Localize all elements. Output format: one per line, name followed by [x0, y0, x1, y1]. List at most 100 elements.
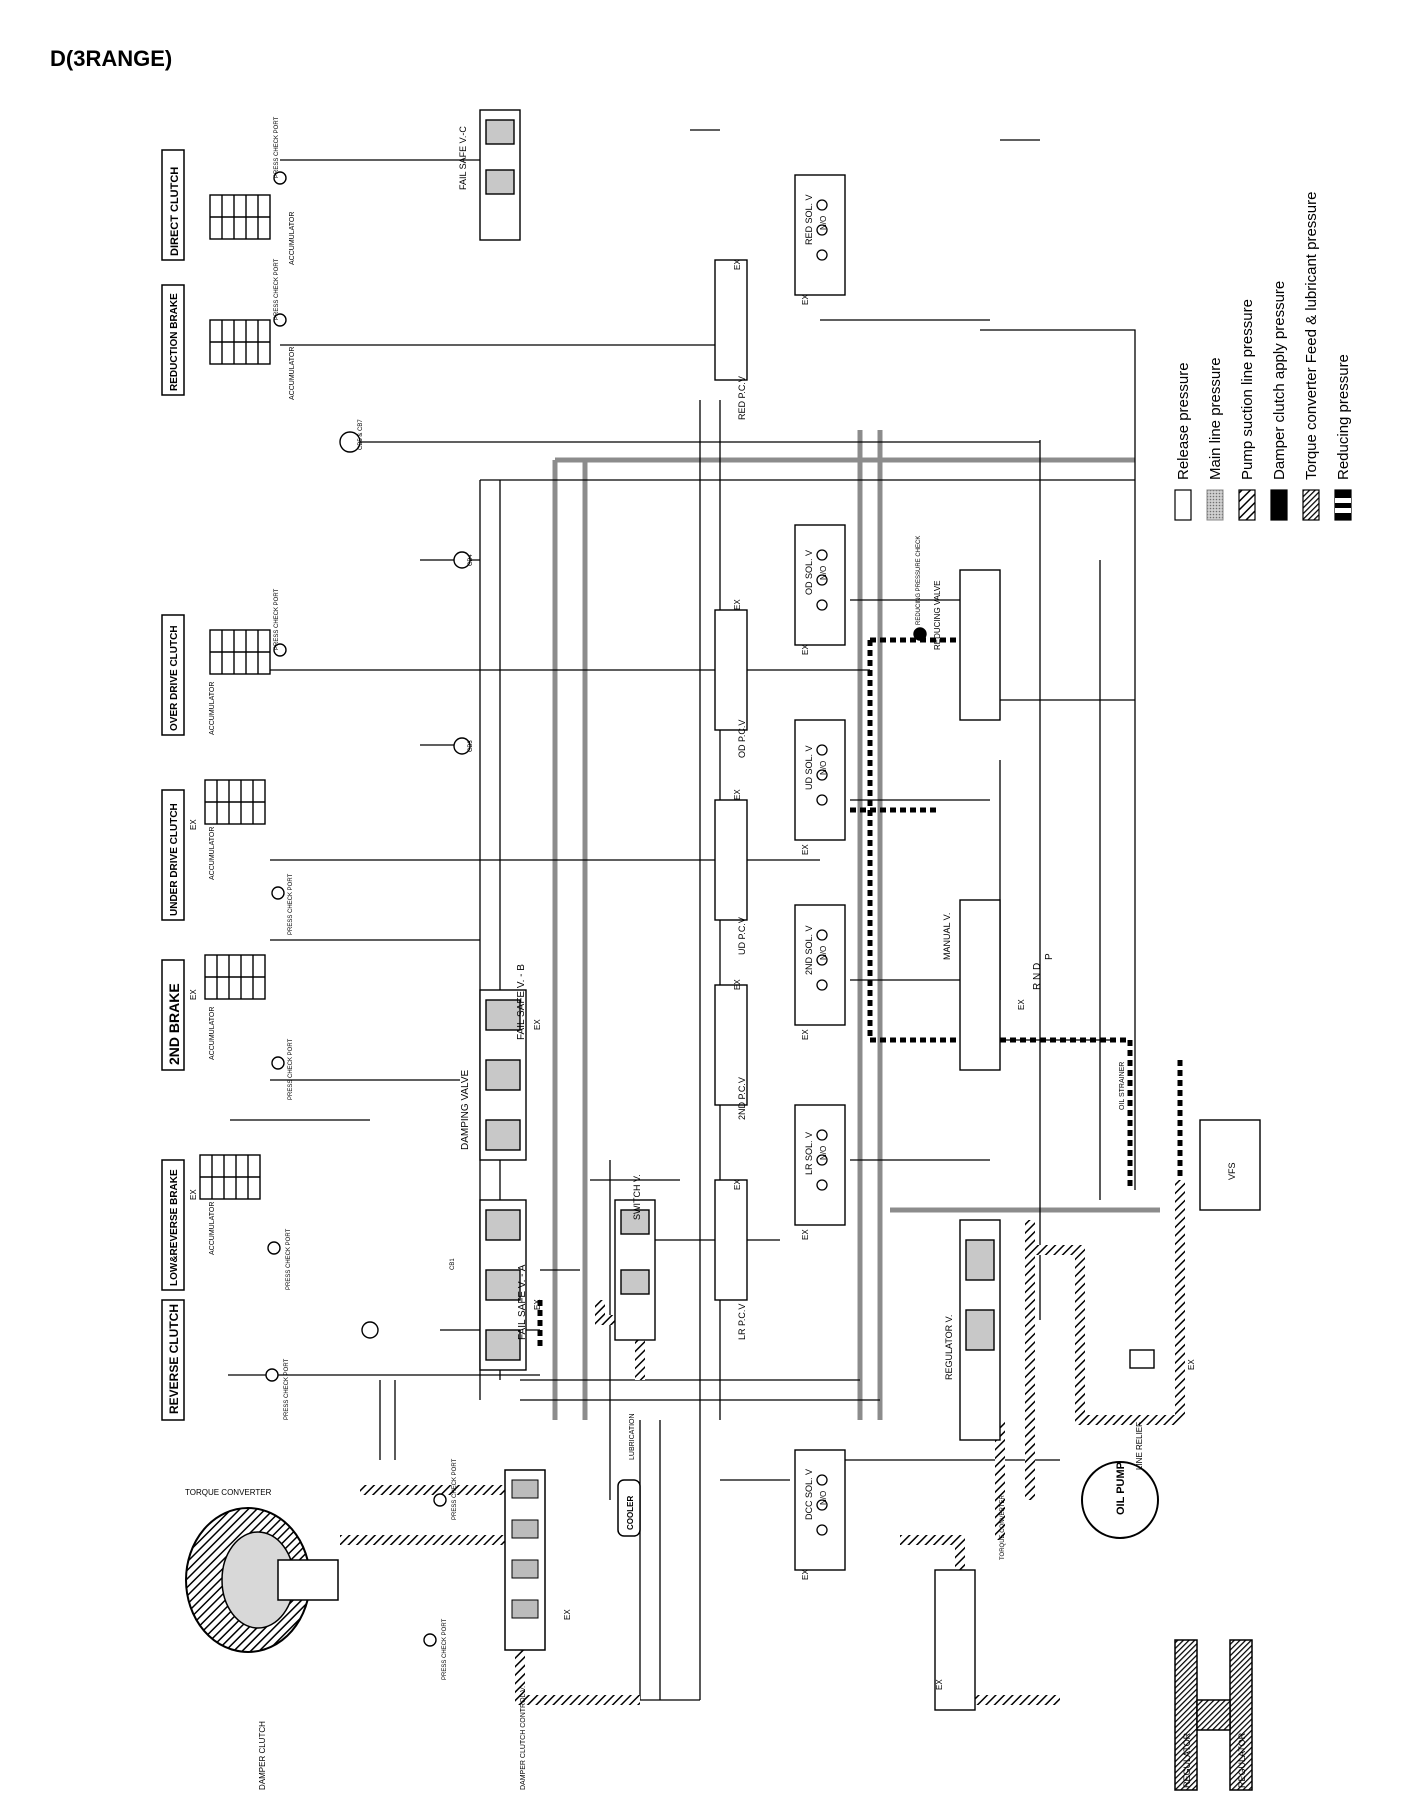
- svg-text:OVER DRIVE CLUTCH: OVER DRIVE CLUTCH: [169, 625, 180, 731]
- pipe-network: [228, 129, 1160, 1701]
- legend: Release pressure Main line pressure Pump…: [1174, 192, 1352, 521]
- svg-text:MANUAL V.: MANUAL V.: [942, 913, 952, 960]
- svg-text:EX: EX: [801, 1029, 810, 1040]
- svg-text:LINE RELIEF: LINE RELIEF: [1135, 1422, 1144, 1470]
- svg-text:N/O: N/O: [819, 216, 828, 230]
- svg-text:REGULATOR: REGULATOR: [1182, 1732, 1192, 1788]
- svg-text:Reducing pressure: Reducing pressure: [1335, 354, 1352, 480]
- svg-text:ACCUMULATOR: ACCUMULATOR: [289, 212, 296, 265]
- svg-text:ACCUMULATOR: ACCUMULATOR: [209, 1202, 216, 1255]
- svg-text:CB5 & CB7: CB5 & CB7: [358, 419, 364, 450]
- svg-text:COOLER: COOLER: [626, 1496, 635, 1530]
- accumulator-labels: ACCUMULATOR ACCUMULATOR ACCUMULATOR ACCU…: [209, 212, 296, 1255]
- svg-text:FAIL SAFE V.-C: FAIL SAFE V.-C: [458, 126, 468, 190]
- valve-bodies: [479, 109, 1261, 1711]
- svg-text:TORQUE CONVERTER: TORQUE CONVERTER: [1000, 1495, 1006, 1560]
- svg-text:PRESS CHECK PORT: PRESS CHECK PORT: [274, 116, 280, 178]
- svg-text:DAMPER CLUTCH CONTROL V.: DAMPER CLUTCH CONTROL V.: [520, 1686, 527, 1790]
- svg-text:FAIL SAFE V. - A: FAIL SAFE V. - A: [517, 1264, 528, 1340]
- svg-text:2ND BRAKE: 2ND BRAKE: [166, 983, 182, 1065]
- svg-text:REGULATOR: REGULATOR: [1237, 1732, 1247, 1788]
- solenoid-ports: [816, 199, 828, 1536]
- svg-text:N/O: N/O: [819, 1146, 828, 1160]
- svg-text:EX: EX: [189, 1189, 198, 1200]
- exhaust-labels: EX EX EX EX EX EX EX EX EX EX EX EX EX E…: [189, 259, 1196, 1690]
- svg-text:REDUCING PRESSURE CHECK: REDUCING PRESSURE CHECK: [916, 536, 922, 625]
- svg-text:EX: EX: [733, 599, 742, 610]
- svg-text:CB4: CB4: [468, 554, 474, 566]
- svg-text:OIL STRAINER: OIL STRAINER: [1119, 1062, 1126, 1110]
- svg-text:EX: EX: [189, 989, 198, 1000]
- svg-text:Torque converter Feed & lubric: Torque converter Feed & lubricant pressu…: [1303, 192, 1320, 480]
- torque-converter-feed-lines: [340, 1180, 1185, 1705]
- low-reverse-brake: LOW&REVERSE BRAKE: [161, 1159, 185, 1291]
- svg-text:PRESS CHECK PORT: PRESS CHECK PORT: [286, 1228, 292, 1290]
- legend-item-damper-clutch: Damper clutch apply pressure: [1270, 281, 1288, 521]
- svg-text:EX: EX: [935, 1679, 944, 1690]
- second-brake: 2ND BRAKE: [161, 959, 185, 1071]
- svg-text:OD SOL. V: OD SOL. V: [804, 550, 814, 595]
- drive-shaft-blocks: [1174, 1639, 1253, 1791]
- overdrive-clutch: OVER DRIVE CLUTCH: [161, 614, 185, 736]
- reduction-brake: REDUCTION BRAKE: [161, 284, 185, 396]
- svg-text:ACCUMULATOR: ACCUMULATOR: [209, 827, 216, 880]
- svg-text:EX: EX: [801, 1229, 810, 1240]
- svg-text:EX: EX: [801, 644, 810, 655]
- lubrication-label: LUBRICATION: [629, 1413, 636, 1460]
- svg-text:OIL PUMP: OIL PUMP: [1115, 1462, 1127, 1515]
- svg-text:PRESS CHECK PORT: PRESS CHECK PORT: [274, 588, 280, 650]
- svg-text:PRESS CHECK PORT: PRESS CHECK PORT: [442, 1618, 448, 1680]
- svg-text:R N D: R N D: [1032, 963, 1043, 990]
- svg-text:P: P: [1044, 953, 1055, 960]
- damper-clutch-control-valve: DAMPER CLUTCH CONTROL V.: [504, 1469, 546, 1790]
- svg-text:SWITCH V.: SWITCH V.: [632, 1174, 642, 1220]
- svg-text:PRESS CHECK PORT: PRESS CHECK PORT: [284, 1358, 290, 1420]
- svg-text:Pump suction line pressure: Pump suction line pressure: [1239, 299, 1256, 480]
- svg-text:REDUCTION BRAKE: REDUCTION BRAKE: [169, 293, 180, 391]
- svg-text:N/O: N/O: [819, 566, 828, 580]
- legend-item-main-line: Main line pressure: [1206, 357, 1224, 521]
- cooler: COOLER: [617, 1479, 641, 1537]
- svg-text:UD SOL. V: UD SOL. V: [804, 745, 814, 790]
- svg-text:RED SOL. V: RED SOL. V: [804, 194, 814, 245]
- svg-text:EX: EX: [801, 294, 810, 305]
- svg-text:DAMPER CLUTCH: DAMPER CLUTCH: [258, 1721, 267, 1790]
- svg-text:UD P.C.V: UD P.C.V: [737, 917, 747, 955]
- clutch-brake-column: REVERSE CLUTCH LOW&REVERSE BRAKE 2ND BRA…: [161, 149, 185, 1421]
- svg-text:EX: EX: [801, 1569, 810, 1580]
- oil-pump: OIL PUMP: [1081, 1461, 1159, 1539]
- svg-text:Release pressure: Release pressure: [1175, 362, 1192, 480]
- svg-text:EX: EX: [801, 844, 810, 855]
- svg-text:EX: EX: [533, 1019, 542, 1030]
- svg-text:N/O: N/O: [819, 946, 828, 960]
- legend-item-pump-suction: Pump suction line pressure: [1238, 299, 1256, 521]
- svg-text:EX: EX: [189, 819, 198, 830]
- legend-item-reducing: Reducing pressure: [1334, 354, 1352, 521]
- svg-text:EX: EX: [733, 979, 742, 990]
- svg-text:N/O: N/O: [819, 1491, 828, 1505]
- legend-item-release: Release pressure: [1174, 362, 1192, 521]
- svg-text:REGULATOR V.: REGULATOR V.: [944, 1315, 954, 1380]
- svg-text:Damper clutch apply pressure: Damper clutch apply pressure: [1271, 281, 1288, 480]
- svg-text:VFS: VFS: [1227, 1162, 1237, 1180]
- svg-text:LOW&REVERSE BRAKE: LOW&REVERSE BRAKE: [169, 1169, 180, 1286]
- svg-text:TORQUE CONVERTER: TORQUE CONVERTER: [185, 1488, 272, 1497]
- svg-text:EX: EX: [1017, 999, 1026, 1010]
- svg-text:FAIL SAFE V. - B: FAIL SAFE V. - B: [516, 964, 527, 1040]
- svg-text:REDUCING VALVE: REDUCING VALVE: [933, 581, 942, 651]
- svg-text:ACCUMULATOR: ACCUMULATOR: [209, 682, 216, 735]
- svg-text:PRESS CHECK PORT: PRESS CHECK PORT: [288, 873, 294, 935]
- svg-text:LR P.C.V: LR P.C.V: [737, 1304, 747, 1340]
- svg-text:CB3: CB3: [468, 740, 474, 752]
- direct-clutch: DIRECT CLUTCH: [161, 149, 185, 261]
- svg-text:EX: EX: [563, 1609, 572, 1620]
- svg-text:LR SOL. V: LR SOL. V: [804, 1132, 814, 1175]
- check-balls: [339, 431, 471, 1339]
- svg-text:2ND SOL. V: 2ND SOL. V: [804, 925, 814, 975]
- svg-text:2ND P.C.V: 2ND P.C.V: [737, 1077, 747, 1120]
- svg-text:UNDER DRIVE CLUTCH: UNDER DRIVE CLUTCH: [169, 803, 180, 916]
- svg-text:DCC SOL. V: DCC SOL. V: [804, 1469, 814, 1520]
- svg-text:DIRECT CLUTCH: DIRECT CLUTCH: [169, 167, 181, 256]
- underdrive-clutch: UNDER DRIVE CLUTCH: [161, 789, 185, 921]
